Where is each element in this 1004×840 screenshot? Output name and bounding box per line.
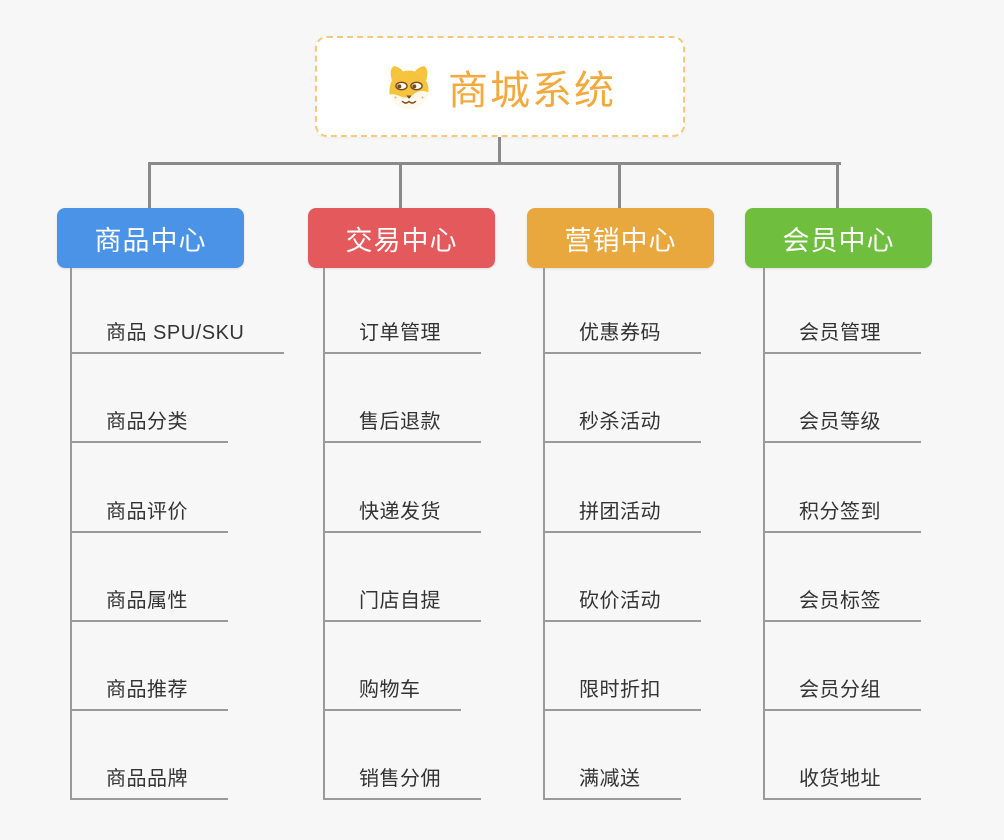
connector-branch-rail xyxy=(148,162,841,165)
leaf-node[interactable]: 收货地址 xyxy=(763,750,921,800)
leaf-node[interactable]: 秒杀活动 xyxy=(543,393,701,443)
connector-trunk-marketing xyxy=(543,268,545,800)
leaf-node[interactable]: 商品推荐 xyxy=(70,661,228,711)
leaf-node[interactable]: 会员标签 xyxy=(763,572,921,622)
connector-drop-trade xyxy=(399,162,402,209)
leaf-node[interactable]: 拼团活动 xyxy=(543,483,701,533)
root-title: 商城系统 xyxy=(448,68,616,113)
leaf-node[interactable]: 优惠券码 xyxy=(543,304,701,354)
leaf-node[interactable]: 销售分佣 xyxy=(323,750,481,800)
connector-trunk-product xyxy=(70,268,72,800)
leaf-node[interactable]: 商品评价 xyxy=(70,483,228,533)
connector-root-stem xyxy=(498,137,501,164)
root-node[interactable]: 商城系统 xyxy=(315,36,685,137)
branch-header-marketing[interactable]: 营销中心 xyxy=(527,208,714,268)
leaf-node[interactable]: 售后退款 xyxy=(323,393,481,443)
leaf-node[interactable]: 商品分类 xyxy=(70,393,228,443)
shiba-dog-icon xyxy=(389,65,429,109)
leaf-node[interactable]: 砍价活动 xyxy=(543,572,701,622)
branch-header-product[interactable]: 商品中心 xyxy=(57,208,244,268)
leaf-node[interactable]: 限时折扣 xyxy=(543,661,701,711)
leaf-node[interactable]: 门店自提 xyxy=(323,572,481,622)
connector-trunk-member xyxy=(763,268,765,800)
leaf-node[interactable]: 商品属性 xyxy=(70,572,228,622)
leaf-node[interactable]: 购物车 xyxy=(323,661,461,711)
leaf-node[interactable]: 满减送 xyxy=(543,750,681,800)
connector-trunk-trade xyxy=(323,268,325,800)
connector-drop-member xyxy=(836,162,839,209)
leaf-node[interactable]: 会员管理 xyxy=(763,304,921,354)
leaf-node[interactable]: 快递发货 xyxy=(323,483,481,533)
branch-header-trade[interactable]: 交易中心 xyxy=(308,208,495,268)
leaf-node[interactable]: 订单管理 xyxy=(323,304,481,354)
connector-drop-product xyxy=(148,162,151,209)
leaf-node[interactable]: 会员分组 xyxy=(763,661,921,711)
leaf-node[interactable]: 商品品牌 xyxy=(70,750,228,800)
leaf-node[interactable]: 积分签到 xyxy=(763,483,921,533)
leaf-node[interactable]: 商品 SPU/SKU xyxy=(70,304,285,354)
connector-drop-marketing xyxy=(618,162,621,209)
branch-header-member[interactable]: 会员中心 xyxy=(745,208,932,268)
leaf-node[interactable]: 会员等级 xyxy=(763,393,921,443)
